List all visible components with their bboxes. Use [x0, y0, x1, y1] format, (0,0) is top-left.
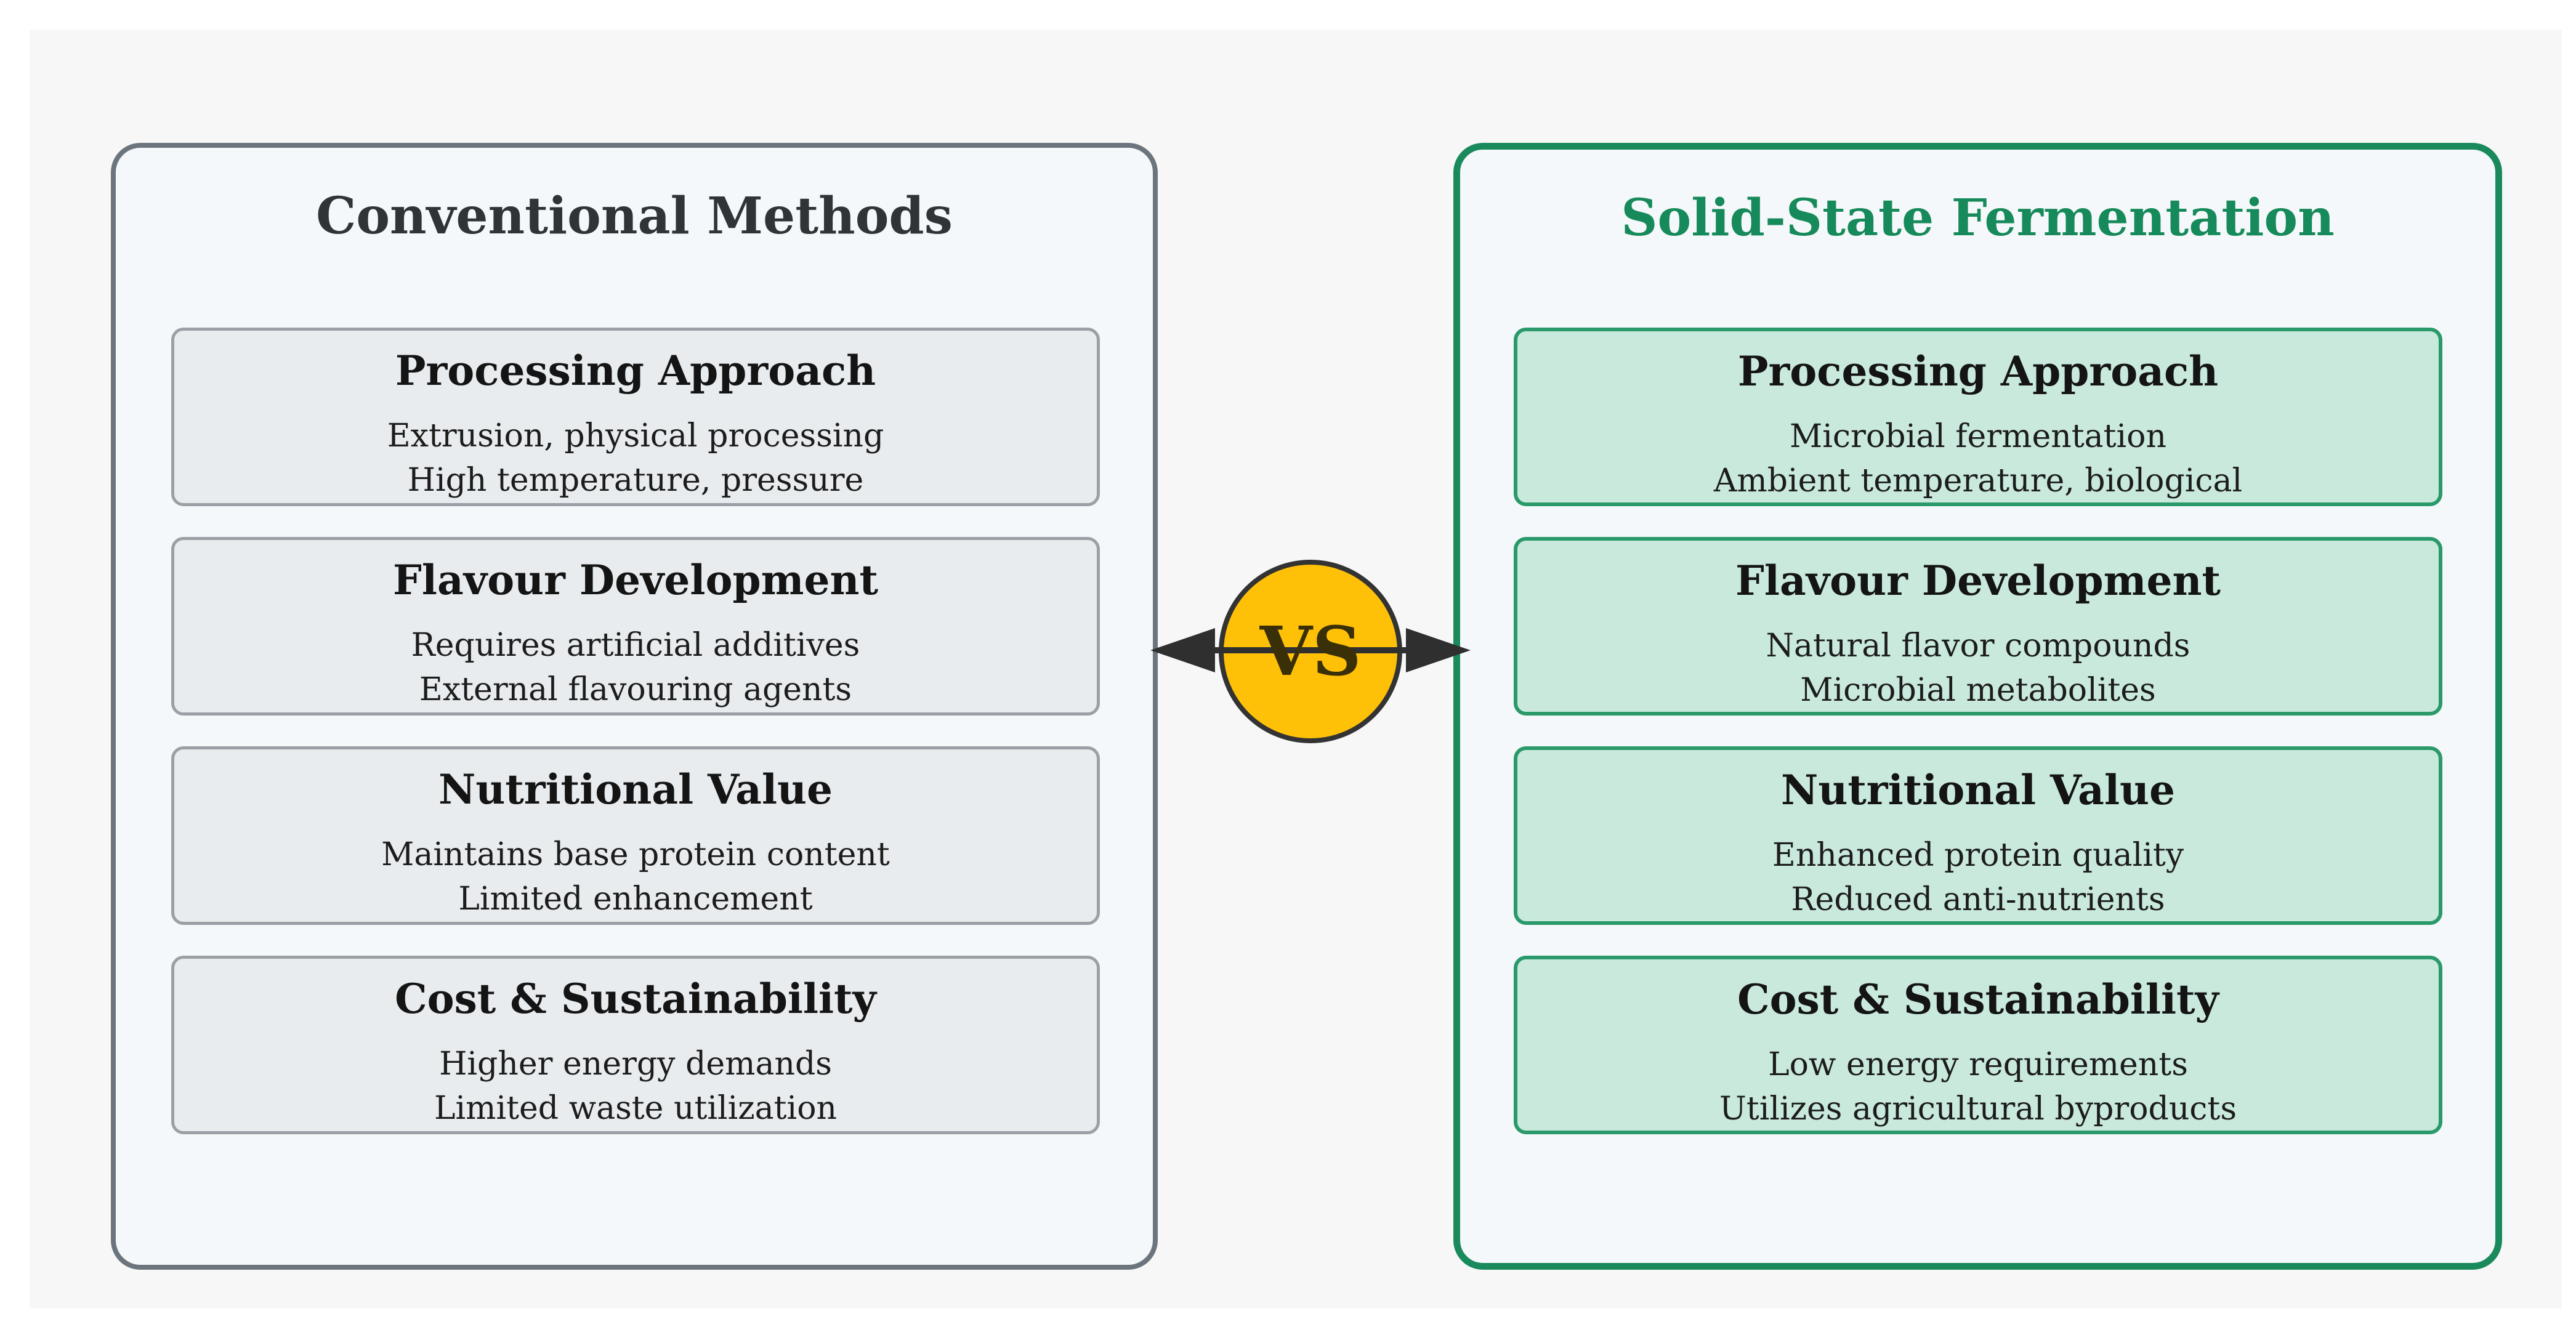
- ssf-nutrition-card: Nutritional Value Enhanced protein quali…: [1514, 746, 2442, 925]
- card-line: Natural flavor compounds: [1766, 627, 2190, 664]
- card-title: Cost & Sustainability: [395, 975, 876, 1023]
- arrow-left-icon: [1150, 628, 1215, 672]
- card-line: Reduced anti-nutrients: [1791, 881, 2165, 918]
- ssf-flavour-card: Flavour Development Natural flavor compo…: [1514, 537, 2442, 716]
- conventional-methods-title: Conventional Methods: [316, 187, 953, 246]
- ssf-title: Solid-State Fermentation: [1621, 188, 2335, 248]
- conventional-cost-card: Cost & Sustainability Higher energy dema…: [171, 956, 1100, 1134]
- card-line: Limited waste utilization: [434, 1090, 837, 1127]
- conventional-methods-panel: Conventional Methods Processing Approach…: [111, 143, 1158, 1270]
- diagram-canvas: Conventional Methods Processing Approach…: [30, 30, 2562, 1309]
- card-line: Low energy requirements: [1768, 1046, 2188, 1083]
- conventional-nutrition-card: Nutritional Value Maintains base protein…: [171, 746, 1100, 925]
- card-line: Higher energy demands: [439, 1046, 832, 1083]
- card-line: Microbial fermentation: [1790, 418, 2166, 455]
- card-line: Extrusion, physical processing: [387, 417, 884, 454]
- card-line: Microbial metabolites: [1800, 672, 2156, 709]
- card-line: External flavouring agents: [419, 671, 852, 708]
- card-title: Processing Approach: [1737, 347, 2219, 395]
- ssf-processing-card: Processing Approach Microbial fermentati…: [1514, 328, 2442, 506]
- arrow-right-icon: [1406, 628, 1471, 672]
- card-line: Requires artificial additives: [411, 627, 860, 664]
- card-title: Flavour Development: [393, 556, 878, 604]
- vs-graphic: [1150, 560, 1471, 743]
- card-line: High temperature, pressure: [407, 462, 864, 499]
- conventional-processing-card: Processing Approach Extrusion, physical …: [171, 328, 1100, 506]
- card-title: Cost & Sustainability: [1737, 975, 2219, 1023]
- ssf-cost-card: Cost & Sustainability Low energy require…: [1514, 956, 2442, 1134]
- solid-state-fermentation-panel: Solid-State Fermentation Processing Appr…: [1453, 143, 2502, 1270]
- card-line: Maintains base protein content: [381, 836, 890, 873]
- card-title: Flavour Development: [1735, 557, 2221, 605]
- vs-connector: VS: [1150, 553, 1471, 750]
- card-title: Nutritional Value: [438, 765, 833, 813]
- card-line: Enhanced protein quality: [1772, 837, 2184, 874]
- conventional-flavour-card: Flavour Development Requires artificial …: [171, 537, 1100, 716]
- card-title: Processing Approach: [395, 347, 876, 395]
- card-line: Limited enhancement: [458, 881, 813, 918]
- card-title: Nutritional Value: [1781, 766, 2175, 814]
- card-line: Utilizes agricultural byproducts: [1719, 1091, 2237, 1127]
- card-line: Ambient temperature, biological: [1713, 462, 2243, 499]
- vs-label: VS: [1259, 611, 1362, 691]
